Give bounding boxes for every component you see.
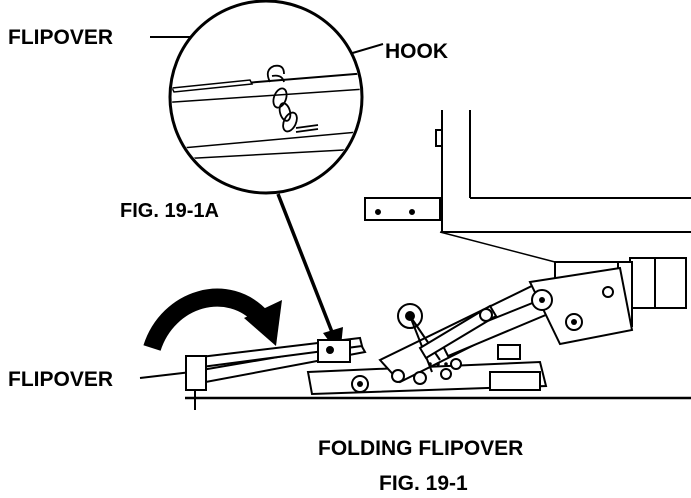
fold-direction-arrow — [143, 288, 282, 352]
label-flipover-top: FLIPOVER — [8, 26, 113, 49]
hook-chain — [266, 64, 319, 133]
label-hook: HOOK — [385, 40, 448, 63]
detail-magnifier — [168, 0, 364, 195]
flipover-arm — [185, 266, 634, 410]
label-flipover-bottom: FLIPOVER — [8, 368, 113, 391]
label-fig-detail: FIG. 19-1A — [120, 200, 219, 222]
detail-pointer-line — [276, 193, 334, 333]
caption-title: FOLDING FLIPOVER — [318, 437, 523, 460]
linkage-detail-dots — [357, 297, 577, 387]
caption-fig: FIG. 19-1 — [379, 472, 468, 495]
